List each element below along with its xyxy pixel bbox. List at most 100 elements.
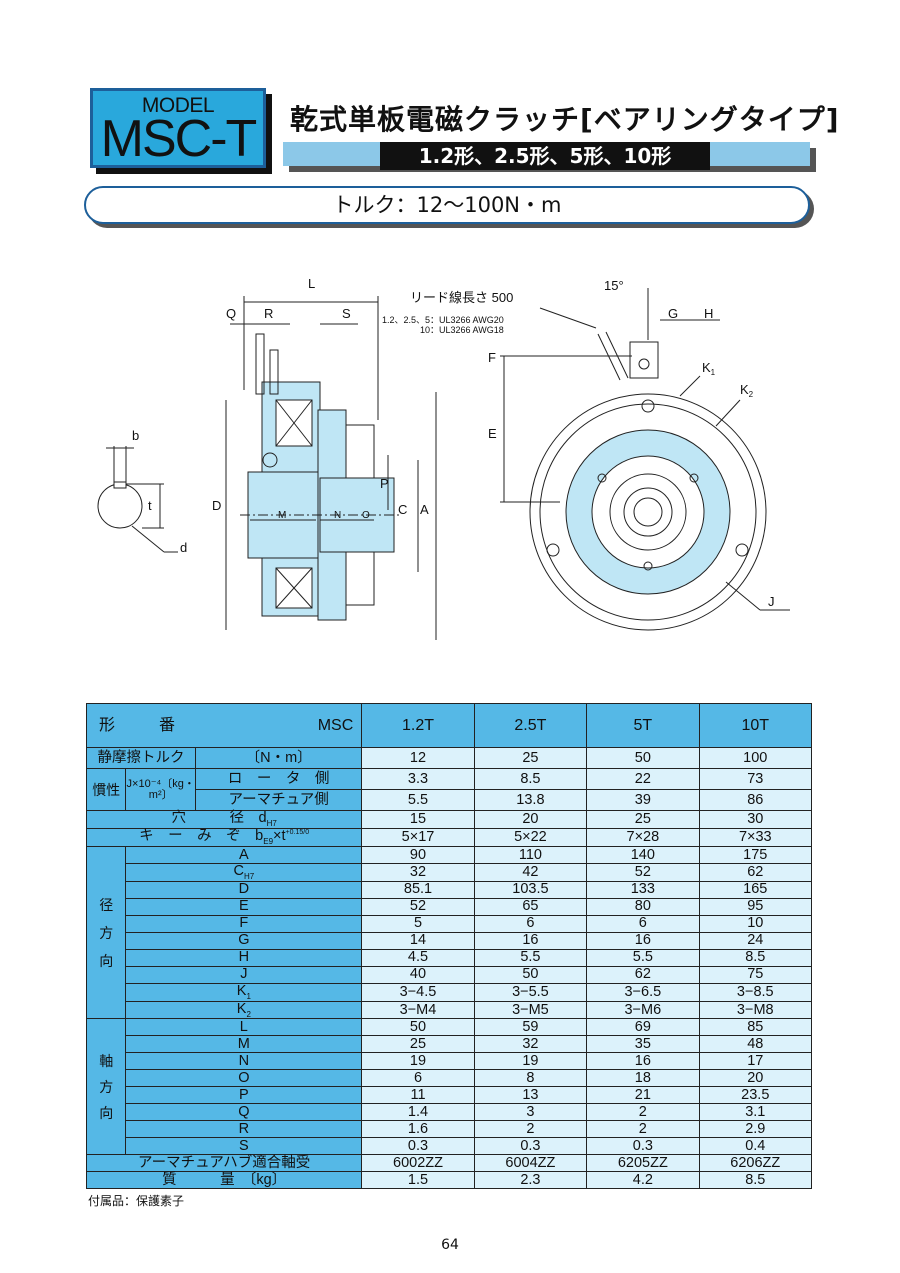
dim-label: K1: [125, 982, 363, 1002]
header-size: 5T: [586, 703, 700, 748]
cell: 1.6: [361, 1120, 475, 1139]
row-label: アーマチュア側: [194, 789, 363, 811]
cell: 1.5: [361, 1171, 475, 1190]
cell: 0.3: [473, 1137, 588, 1156]
cell: 50: [473, 965, 588, 984]
dim-d: d: [180, 540, 187, 555]
radial-group-label: 径方向: [85, 845, 127, 1020]
keyway-sub: E9: [263, 836, 274, 846]
dim-E: E: [488, 426, 497, 441]
cell: 100: [698, 747, 813, 769]
cell: 16: [586, 931, 700, 950]
cell: 3−M6: [586, 1000, 700, 1020]
angle-label: 15°: [604, 278, 624, 293]
cell: 14: [361, 931, 475, 950]
axial-group-label: 軸方向: [85, 1018, 127, 1156]
row-label: ロ ー タ 側: [194, 768, 363, 790]
cell: 75: [698, 965, 813, 984]
cell: 62: [586, 965, 700, 984]
cell: 52: [586, 862, 700, 882]
dim-label: D: [125, 880, 363, 899]
cell: 12: [361, 747, 475, 769]
cell: 110: [473, 845, 588, 864]
cell: 3.3: [361, 768, 475, 790]
cell: 3: [473, 1103, 588, 1122]
cell: 80: [586, 897, 700, 916]
dim-letter: K: [236, 982, 247, 999]
dim-letter: F: [239, 915, 249, 932]
technical-drawing: L Q R S b t d D M N O P C A リード線長さ 500 1…: [97, 276, 790, 640]
cell: 42: [473, 862, 588, 882]
cell: 95: [698, 897, 813, 916]
dim-letter: K: [236, 1000, 247, 1017]
table-row: 穴 径 dH7 15 20 25 30: [85, 810, 813, 829]
cell: 73: [698, 768, 813, 790]
drawing-labels: L Q R S b t d D M N O P C A リード線長さ 500 1…: [132, 276, 775, 609]
cell: 103.5: [473, 880, 588, 899]
dim-G: G: [668, 306, 678, 321]
dim-label: N: [125, 1052, 363, 1071]
cell: 86: [698, 789, 813, 811]
dim-label: Q: [125, 1103, 363, 1122]
cell: 13.8: [473, 789, 588, 811]
header-type: 形 番: [99, 716, 190, 734]
cell: 3−M5: [473, 1000, 588, 1020]
table-row: アーマチュア側 5.5 13.8 39 86: [87, 789, 813, 811]
cell: 2.3: [473, 1171, 588, 1190]
dim-letter: D: [238, 881, 250, 898]
dim-letter: Q: [238, 1104, 250, 1121]
lead-spec-1: 1.2、2.5、5：UL3266 AWG20: [382, 315, 504, 325]
lead-wire-label: リード線長さ 500: [410, 290, 513, 305]
cell: 19: [361, 1052, 475, 1071]
dim-C: C: [398, 502, 407, 517]
cell: 15: [361, 810, 475, 829]
dim-t: t: [148, 498, 152, 513]
dim-letter: J: [240, 966, 248, 983]
page-subtitle: 1.2形、2.5形、5形、10形: [380, 142, 710, 170]
cell: 25: [586, 810, 700, 829]
side-view-drawing: [225, 296, 437, 640]
dim-b: b: [132, 428, 139, 443]
cell: 7×33: [698, 827, 813, 847]
dim-letter: E: [239, 898, 249, 915]
cell: 6: [473, 914, 588, 933]
dim-letter: P: [239, 1087, 249, 1104]
dim-Q: Q: [226, 306, 236, 321]
cell: 133: [586, 880, 700, 899]
cell: 175: [698, 845, 813, 864]
dim-A: A: [420, 502, 429, 517]
cell: 6002ZZ: [361, 1154, 475, 1173]
keyway-tol: +0.15/0: [285, 829, 310, 837]
cell: 5×17: [361, 827, 475, 847]
page-title: 乾式単板電磁クラッチ[ベアリングタイプ]: [290, 103, 840, 136]
cell: 20: [473, 810, 588, 829]
row-label: アーマチュアハブ適合軸受: [85, 1154, 363, 1173]
cell: 3−6.5: [586, 982, 700, 1002]
cell: 16: [586, 1052, 700, 1071]
dim-M: M: [278, 510, 286, 521]
model-label: MODEL: [141, 94, 215, 117]
cell: 5.5: [586, 948, 700, 967]
dim-letter: S: [239, 1138, 249, 1155]
cell: 7×28: [586, 827, 700, 847]
cell: 23.5: [698, 1086, 813, 1105]
cell: 4.5: [361, 948, 475, 967]
cell: 10: [698, 914, 813, 933]
cell: 19: [473, 1052, 588, 1071]
row-label: 穴 径 dH7: [85, 810, 363, 829]
radial-group-char: 方: [99, 924, 114, 941]
dim-letter: A: [239, 846, 249, 863]
cell: 50: [586, 747, 700, 769]
dim-F: F: [488, 350, 496, 365]
dim-label: R: [125, 1120, 363, 1139]
